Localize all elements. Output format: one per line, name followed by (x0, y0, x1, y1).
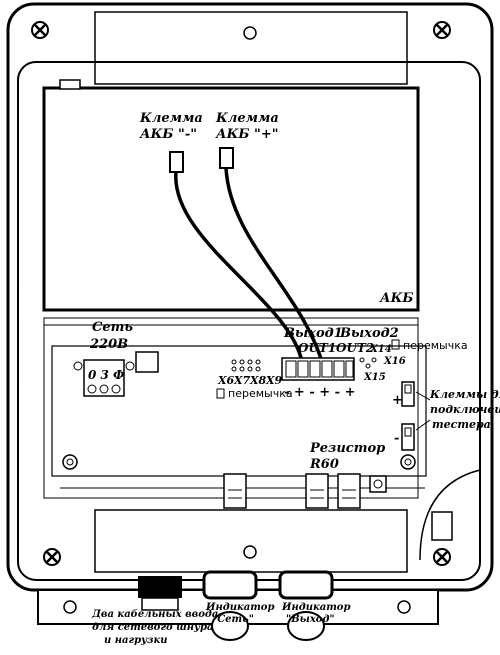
jumper-left-icon (216, 388, 225, 399)
tester-terminal-plus (401, 381, 415, 407)
terminal-minus-label-2: АКБ "-" (139, 127, 197, 142)
flange-hole-left (63, 600, 77, 614)
pin-x6: X6 (217, 374, 235, 387)
terminal-plus-label-1: Клемма (215, 111, 279, 126)
clip-1 (223, 473, 247, 509)
indicator-mains (202, 570, 258, 641)
resistor-label-1: Резистор (309, 441, 385, 456)
fuse-right (125, 361, 135, 371)
jumper-right-icon (391, 339, 400, 350)
indicator-output-label-2: "Выход" (286, 614, 335, 625)
battery-tab (59, 79, 81, 90)
jumper-pins-x14-x16 (359, 357, 377, 369)
indicator-output (278, 570, 334, 641)
corner-screw-bl (43, 548, 61, 566)
terminal-plus-label-2: АКБ "+" (215, 127, 279, 142)
terminal-minus-label-1: Клемма (139, 111, 203, 126)
output1-label: Выход1 (283, 326, 343, 341)
tester-label-1: Клеммы для (429, 388, 500, 401)
pin-x9: X9 (265, 374, 283, 387)
fuse-left (73, 361, 83, 371)
pin-x14: X14 (369, 344, 392, 355)
cable-label-1: Два кабельных ввода (91, 609, 218, 620)
pin-x16: X16 (383, 356, 406, 367)
out2-label: OUT2 (336, 341, 374, 355)
board-screw-br (400, 454, 416, 470)
flange-hole-right (397, 600, 411, 614)
mains-label-1: Сеть (92, 320, 133, 335)
tester-label-3: тестера (432, 418, 491, 431)
corner-screw-tl (31, 21, 49, 39)
corner-screw-tr (433, 21, 451, 39)
wire-minus (174, 171, 304, 363)
wire-plus (224, 167, 324, 363)
jumper-pins-x6-x9 (231, 359, 261, 372)
out1-label: OUT1 (298, 341, 336, 355)
mains-label-2: 220В (89, 337, 128, 352)
resistor-r60 (369, 475, 387, 493)
tester-label-2: подключеция (430, 403, 500, 416)
output-terminals (281, 357, 355, 381)
cable-gland-1 (138, 576, 182, 611)
side-slot (431, 511, 453, 541)
mounting-plate-top (94, 11, 408, 85)
indicator-mains-label-1: Индикатор (205, 602, 274, 613)
tester-plus-mark: + (392, 393, 403, 408)
tester-terminal-minus (401, 423, 415, 451)
output2-label: Выход2 (339, 326, 399, 341)
mains-terminal-block (83, 359, 125, 397)
cable-label-3: и нагрузки (104, 635, 168, 646)
battery-label: АКБ (379, 291, 414, 306)
tester-minus-mark: - (394, 431, 399, 446)
clip-2 (305, 473, 329, 509)
indicator-output-label-1: Индикатор (281, 602, 350, 613)
battery-terminal-minus (169, 151, 184, 173)
relay (135, 351, 159, 373)
clip-3 (337, 473, 361, 509)
corner-screw-br (433, 548, 451, 566)
pin-x8: X8 (249, 374, 267, 387)
board-screw-bl (62, 454, 78, 470)
resistor-label-2: R60 (309, 457, 339, 472)
mount-hole-top (243, 26, 257, 40)
jumper-right-label: перемычка (403, 339, 468, 352)
jumper-left-label: перемычка (228, 387, 293, 400)
battery-terminal-plus (219, 147, 234, 169)
pin-x15: X15 (363, 372, 386, 383)
cable-curve (419, 469, 481, 561)
pin-x7: X7 (233, 374, 251, 387)
mains-terminal-label: 0 3 Ф (88, 368, 124, 382)
mount-hole-bottom (243, 545, 257, 559)
indicator-mains-label-2: "Сеть" (212, 614, 254, 625)
cable-label-2: для сетевого шнура (92, 622, 213, 633)
polarity-marks: - + - + - + (284, 385, 356, 400)
